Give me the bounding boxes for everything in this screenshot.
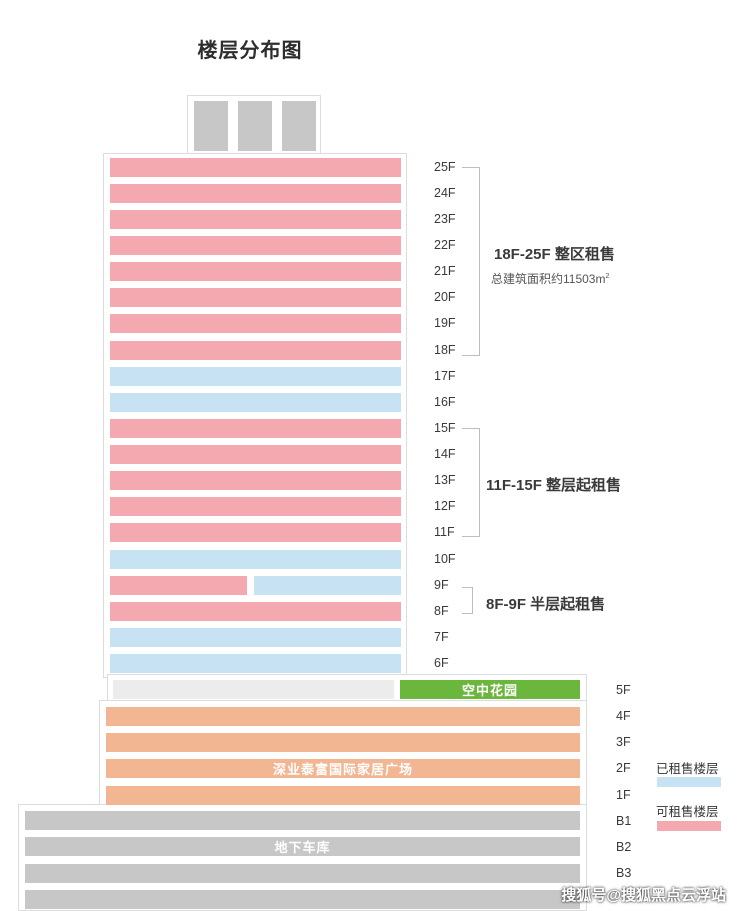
floor-bar-10f (110, 550, 401, 569)
floor-bar-5f-roof (113, 680, 394, 699)
group-title-8f-9f: 8F-9F 半层起租售 (486, 596, 606, 613)
floor-bar-25f (110, 158, 401, 177)
floor-label: 16F (434, 395, 456, 409)
floor-label: 20F (434, 290, 456, 304)
floor-label: 12F (434, 499, 456, 513)
legend-rented-label: 已租售楼层 (656, 762, 719, 776)
floor-label: 21F (434, 264, 456, 278)
floor-bar-6f (110, 654, 401, 673)
floor-bar-13f (110, 471, 401, 490)
floor-label: 25F (434, 160, 456, 174)
floor-label: 5F (616, 683, 631, 697)
floor-bar-12f (110, 497, 401, 516)
bracket-18f-25f (462, 167, 480, 356)
floor-label: 4F (616, 709, 631, 723)
floor-label: 24F (434, 186, 456, 200)
floor-bar-b1 (25, 811, 580, 830)
floor-label: B2 (616, 840, 632, 854)
sky-garden-label: 空中花园 (461, 683, 518, 698)
floor-label: 14F (434, 447, 456, 461)
floor-label: 23F (434, 212, 456, 226)
floor-bar-8f (110, 602, 401, 621)
floor-bar-20f (110, 288, 401, 307)
legend-available-swatch (657, 821, 721, 831)
floor-bar-b2 (25, 837, 580, 856)
floor-label: B3 (616, 866, 632, 880)
floor-label: 2F (616, 761, 631, 775)
floor-bar-9f-left (110, 576, 247, 595)
rooftop-box (194, 101, 228, 151)
rooftop-box (282, 101, 316, 151)
floor-bar-24f (110, 184, 401, 203)
floor-label: 3F (616, 735, 631, 749)
floor-bar-11f (110, 523, 401, 542)
floor-label: 13F (434, 473, 456, 487)
floor-bar-4f (106, 707, 580, 726)
floor-label: 1F (616, 788, 631, 802)
rooftop-box (238, 101, 272, 151)
floor-bar-15f (110, 419, 401, 438)
group-title-18f-25f: 18F-25F 整区租售 (494, 246, 615, 263)
tower-outline (103, 153, 407, 678)
floor-bar-18f (110, 341, 401, 360)
page-title: 楼层分布图 (197, 40, 303, 62)
floor-bar-21f (110, 262, 401, 281)
floor-label: 9F (434, 578, 449, 592)
group-title-11f-15f: 11F-15F 整层起租售 (486, 477, 622, 494)
garage-label: 地下车库 (274, 840, 331, 855)
floor-label: 18F (434, 343, 456, 357)
bracket-11f-15f (462, 428, 480, 537)
floor-label: 6F (434, 656, 449, 670)
bracket-8f-9f (462, 587, 473, 614)
floor-label: B1 (616, 814, 632, 828)
floor-label: 10F (434, 552, 456, 566)
sky-garden-bar (400, 680, 580, 699)
floor-bar-17f (110, 367, 401, 386)
floor-bar-9f-right (254, 576, 401, 595)
watermark: 搜狐号@搜狐黑点云浮站 (561, 887, 726, 904)
floor-bar-b4 (25, 890, 580, 909)
floor-bar-14f (110, 445, 401, 464)
floor-bar-19f (110, 314, 401, 333)
legend-rented-swatch (657, 777, 721, 787)
floor-bar-22f (110, 236, 401, 255)
floor-label: 8F (434, 604, 449, 618)
floor-label: 11F (434, 525, 455, 539)
floor-bar-3f (106, 733, 580, 752)
floor-bar-7f (110, 628, 401, 647)
floor-bar-1f (106, 786, 580, 805)
floor-bar-2f (106, 759, 580, 778)
floor-label: 7F (434, 630, 449, 644)
floor-label: 15F (434, 421, 456, 435)
floor-bar-16f (110, 393, 401, 412)
mall-label: 深业泰富国际家居广场 (272, 762, 413, 777)
floor-bar-b3 (25, 864, 580, 883)
floor-label: 22F (434, 238, 456, 252)
floor-label: 19F (434, 316, 456, 330)
legend-available-label: 可租售楼层 (656, 805, 719, 819)
group-area-18f-25f: 总建筑面积约11503m2 (491, 272, 610, 286)
floor-bar-23f (110, 210, 401, 229)
floor-label: 17F (434, 369, 456, 383)
